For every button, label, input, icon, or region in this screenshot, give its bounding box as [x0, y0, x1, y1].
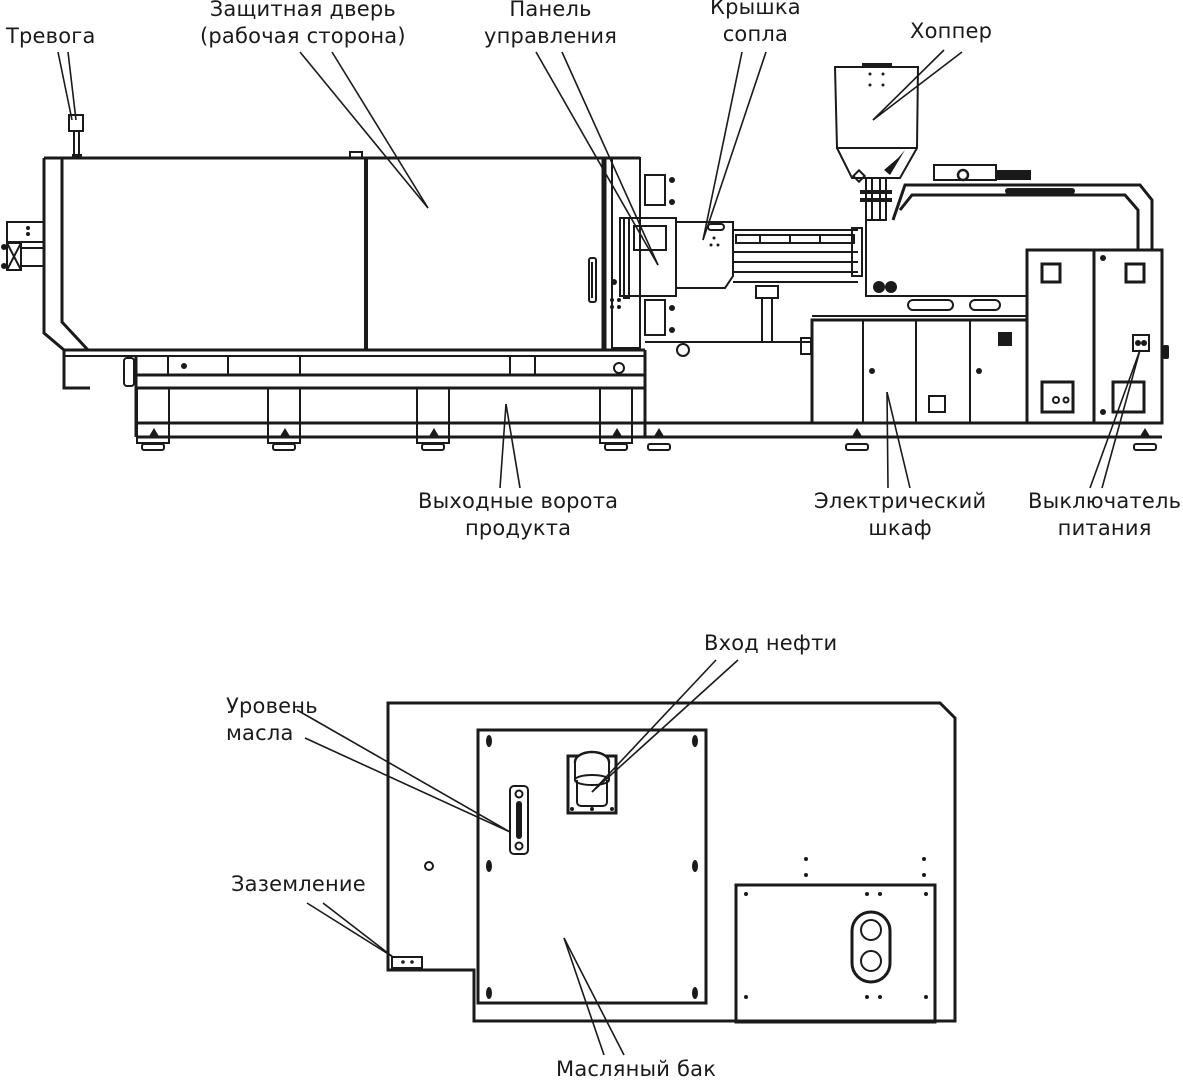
label-grounding: Заземление	[231, 872, 366, 896]
safety-guard-frame	[1, 156, 640, 390]
power-switch	[1132, 334, 1169, 359]
power-cabinet	[1025, 248, 1164, 425]
leader-lines-top	[57, 49, 963, 266]
label-oil-inlet: Вход нефти	[704, 631, 838, 655]
label-control-panel: Панель управления	[484, 0, 618, 48]
label-electrical-cabinet: Электрический шкаф	[814, 489, 987, 540]
label-oil-tank: Масляный бак	[556, 1057, 717, 1081]
pump-plate	[734, 857, 937, 1024]
oil-tank	[476, 728, 708, 1005]
leader-lines-bottom	[499, 349, 1141, 489]
alarm-lamp	[68, 114, 84, 159]
leader-lines-tank	[296, 659, 739, 1056]
label-oil-level: Уровень масла	[226, 694, 318, 745]
control-panel	[610, 157, 677, 349]
oil-tank-top-view	[296, 659, 957, 1056]
leveling-feet	[136, 387, 1157, 451]
label-power-switch: Выключатель питания	[1028, 489, 1182, 540]
injection-housing	[865, 164, 1154, 311]
label-product-exit-gate: Выходные ворота продукта	[418, 489, 619, 540]
electrical-cabinet	[800, 315, 1029, 425]
label-hopper: Хоппер	[910, 19, 993, 43]
injection-molding-machine	[1, 49, 1169, 489]
oil-inlet	[566, 750, 618, 815]
oil-level-gauge	[509, 785, 529, 855]
hopper	[833, 63, 920, 221]
machine-base	[64, 348, 1162, 451]
label-nozzle-cover: Крышка сопла	[710, 0, 801, 46]
injection-barrel	[733, 227, 863, 342]
label-alarm: Тревога	[6, 24, 96, 48]
label-safety-door: Защитная дверь (рабочая сторона)	[200, 0, 406, 48]
safety-door	[349, 151, 607, 350]
grounding-terminal	[391, 956, 423, 969]
